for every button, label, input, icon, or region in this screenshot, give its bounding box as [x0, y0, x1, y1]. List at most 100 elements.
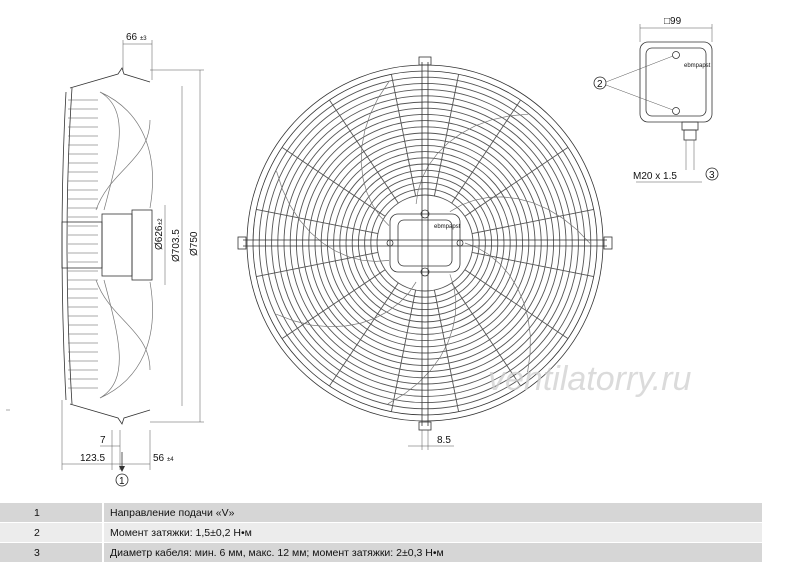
- dim-626: Ø626: [154, 225, 165, 250]
- bottom-bracket: [69, 403, 151, 425]
- blade-edge: [464, 242, 531, 373]
- marker-2: 2: [597, 79, 603, 90]
- tab-right: [603, 236, 613, 250]
- technical-drawing: 66 ±3 Ø626 ±2 Ø703.5 Ø750 7 123.5 56 ±4 …: [6, 16, 719, 487]
- guard-spoke: [281, 147, 386, 217]
- blade-edge: [387, 274, 457, 405]
- guard-ring: [302, 120, 548, 366]
- guard-spoke: [390, 74, 417, 196]
- guard-ring: [370, 188, 480, 298]
- guard-spoke: [451, 282, 521, 387]
- guard-ring: [339, 157, 511, 329]
- blade-edge: [449, 196, 591, 244]
- dim-123: 123.5: [80, 453, 105, 464]
- dim-8-5: 8.5: [437, 435, 451, 446]
- tab-bottom: [418, 421, 432, 431]
- guard-ring: [345, 163, 505, 323]
- hub-logo: ebmpapst: [434, 224, 461, 230]
- legend-text: Диаметр кабеля: мин. 6 мм, макс. 12 мм; …: [103, 542, 762, 563]
- legend-text: Момент затяжки: 1,5±0,2 Н•м: [103, 522, 762, 543]
- tab-top: [418, 56, 432, 66]
- blade-lower-2: [95, 279, 151, 371]
- guard-spoke: [472, 208, 594, 235]
- guard-spoke: [464, 269, 569, 339]
- guard-ring: [357, 175, 493, 311]
- marker-2-circle: [593, 76, 607, 90]
- guard-ring: [271, 89, 579, 397]
- guard-spoke: [464, 147, 569, 217]
- guard-ring: [364, 182, 486, 304]
- blade-upper-1: [99, 91, 153, 211]
- guard-spoke: [256, 208, 378, 235]
- tab-left: [237, 236, 247, 250]
- legend-row: 1 Направление подачи «V»: [0, 503, 762, 523]
- guard-ring: [333, 151, 517, 335]
- blade-edge: [415, 113, 529, 205]
- guard-spoke: [433, 74, 460, 196]
- terminal-box-body: [639, 41, 713, 123]
- front-view: ebmpapst 8.5 ventilatorry.ru: [237, 56, 692, 450]
- guard-ring: [295, 113, 555, 373]
- cable-gland: [681, 121, 699, 131]
- guard-spoke: [390, 290, 417, 412]
- dim-99: □99: [664, 16, 682, 27]
- dim-7: 7: [100, 435, 106, 446]
- guard-spoke: [281, 269, 386, 339]
- guard-spoke: [329, 99, 399, 204]
- marker-1: 1: [119, 476, 125, 487]
- top-bracket: [69, 67, 151, 89]
- guard-ring: [264, 82, 586, 404]
- box-logo: ebmpapst: [684, 63, 711, 69]
- guard-spoke: [329, 282, 399, 387]
- guard-ring: [376, 194, 474, 292]
- guard-spoke: [451, 99, 521, 204]
- guard-ring: [314, 132, 536, 354]
- dim-56: 56: [153, 453, 165, 464]
- side-view: 66 ±3 Ø626 ±2 Ø703.5 Ø750 7 123.5 56 ±4 …: [61, 32, 204, 487]
- motor-body: [61, 221, 103, 269]
- dim-750: Ø750: [189, 231, 200, 256]
- guard-ring: [283, 101, 567, 385]
- guard-ring: [277, 95, 573, 391]
- fan-blades: [276, 81, 591, 405]
- guard-spoke: [472, 251, 594, 278]
- guard-spokes: [256, 74, 594, 412]
- blade-upper-2: [95, 119, 151, 211]
- marker-3-circle: [705, 167, 719, 181]
- guard-ring: [326, 144, 524, 342]
- blade-lower-1: [99, 279, 153, 399]
- guard-ring-2: [252, 70, 598, 416]
- marker-3: 3: [709, 170, 715, 181]
- dim-626-tol: ±2: [158, 218, 164, 225]
- dim-66: 66: [126, 32, 138, 43]
- guard-outer-profile: [61, 91, 67, 401]
- dim-56-tol: ±4: [167, 457, 174, 463]
- guard-ring: [308, 126, 542, 360]
- motor-rotor: [131, 209, 153, 281]
- guard-ring: [320, 138, 530, 348]
- blade-edge: [360, 81, 390, 226]
- guard-rings: [258, 76, 592, 410]
- thread-label: M20 x 1.5: [633, 171, 677, 182]
- dim-66-tol: ±3: [140, 36, 147, 42]
- legend-num: 2: [0, 522, 104, 543]
- guard-ring: [351, 169, 499, 317]
- flow-arrow-icon: [119, 466, 125, 472]
- guard-spoke: [256, 251, 378, 278]
- terminal-box-view: ebmpapst □99 2 M20 x 1.5 3: [593, 16, 719, 183]
- legend-row: 3 Диаметр кабеля: мин. 6 мм, макс. 12 мм…: [0, 542, 762, 563]
- legend-text: Направление подачи «V»: [103, 503, 762, 523]
- motor-hub-square: [389, 213, 461, 273]
- blade-edge: [276, 170, 390, 262]
- legend-table: 1 Направление подачи «V» 2 Момент затяжк…: [0, 503, 762, 563]
- legend-num: 1: [0, 503, 104, 523]
- guard-ring: [289, 107, 561, 379]
- screw-bottom-icon: [672, 107, 680, 115]
- legend-num: 3: [0, 542, 104, 563]
- screw-top-icon: [672, 51, 680, 59]
- guard-inner-profile: [66, 87, 73, 405]
- blade-edge: [276, 281, 417, 328]
- motor-hub: [101, 213, 133, 277]
- marker-1-circle: [115, 473, 129, 487]
- watermark: ventilatorry.ru: [488, 360, 692, 398]
